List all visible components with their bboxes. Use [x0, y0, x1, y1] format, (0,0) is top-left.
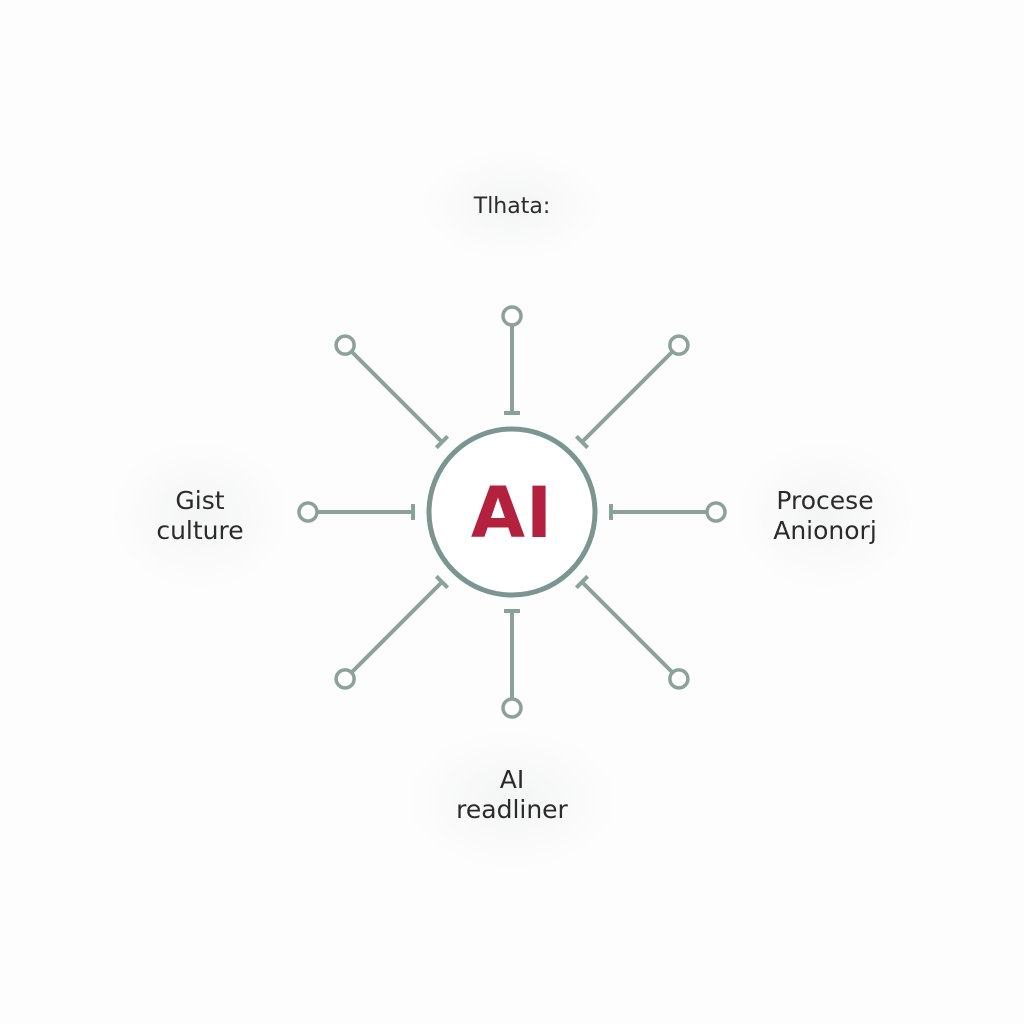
spoke-line-top-right [580, 350, 674, 444]
spoke-node-bottom [501, 697, 523, 719]
left-label: Gist culture [120, 486, 280, 546]
spokes-group [297, 305, 727, 719]
right-label-halo [735, 440, 915, 590]
left-label-line-1: Gist [175, 486, 225, 515]
bottom-label-line-1: AI [499, 765, 525, 794]
center-hub-circle [426, 426, 598, 598]
left-label-line-2: culture [156, 516, 244, 545]
spoke-line-bottom-right [580, 580, 674, 674]
spoke-node-bottom-left [334, 668, 356, 690]
spoke-node-top [501, 305, 523, 327]
spoke-tick-top-left [434, 434, 450, 450]
spoke-tick-top-right [574, 434, 590, 450]
top-label-halo [420, 150, 604, 260]
top-label-text: Tlhata: [473, 194, 551, 219]
left-label-halo [110, 440, 290, 590]
spoke-tick-bottom-right [574, 574, 590, 590]
bottom-label-halo [405, 730, 619, 870]
spoke-node-right [705, 501, 727, 523]
bottom-label: AI readliner [412, 765, 612, 825]
spoke-tick-bottom-left [434, 574, 450, 590]
spoke-node-left [297, 501, 319, 523]
spoke-node-top-right [668, 334, 690, 356]
top-label: Tlhata: [412, 192, 612, 222]
right-label-line-1: Procese [776, 486, 874, 515]
spoke-node-bottom-right [668, 668, 690, 690]
right-label-line-2: Anionorj [773, 516, 877, 545]
spoke-node-top-left [334, 334, 356, 356]
center-ai-label: AI [470, 472, 554, 554]
bottom-label-line-2: readliner [456, 795, 568, 824]
spoke-line-top-left [350, 350, 444, 444]
spoke-line-bottom-left [350, 580, 444, 674]
right-label: Procese Anionorj [745, 486, 905, 546]
